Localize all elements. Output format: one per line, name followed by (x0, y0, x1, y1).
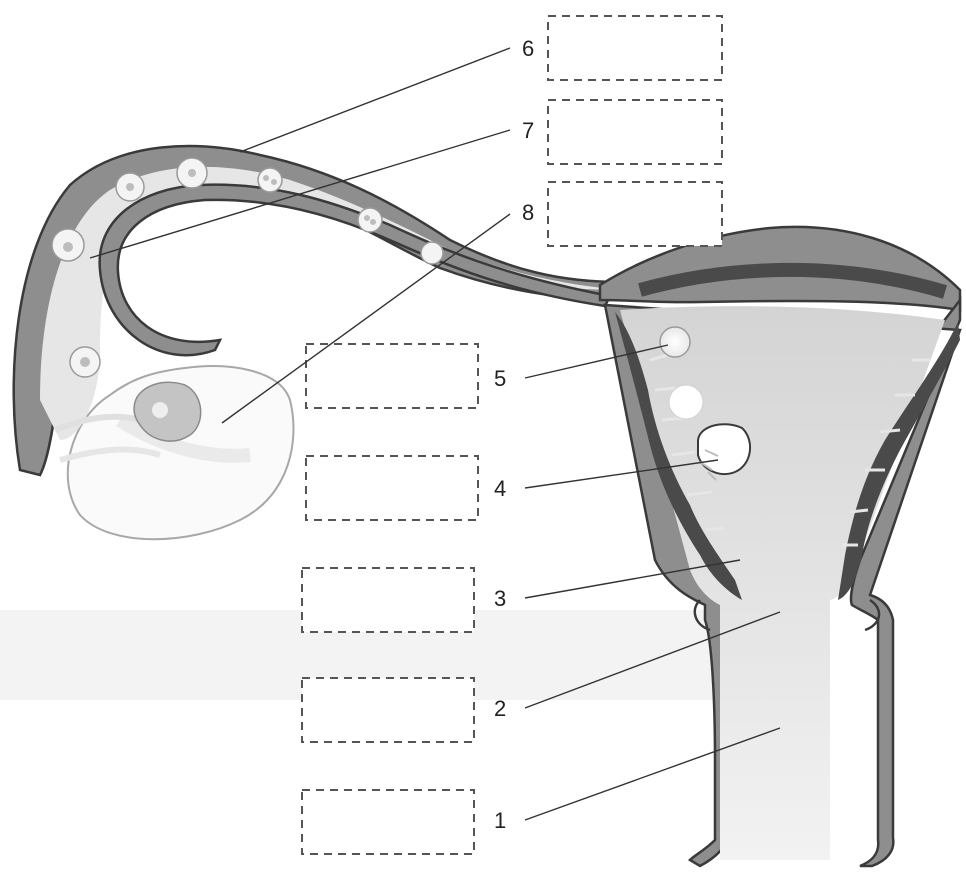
early-blastocyst (421, 242, 443, 264)
label-3: 3 (494, 586, 506, 611)
answer-box-7[interactable] (548, 100, 722, 164)
label-6: 6 (522, 36, 534, 61)
leader-line-6 (240, 48, 510, 152)
answer-box-6[interactable] (548, 16, 722, 80)
label-7: 7 (522, 118, 534, 143)
blastocyst-hatching (669, 385, 703, 419)
four-cell-stage (258, 168, 282, 192)
answer-box-4[interactable] (306, 456, 478, 520)
morula (358, 208, 382, 232)
label-4: 4 (494, 476, 506, 501)
blastocyst-in-cavity (660, 327, 690, 357)
label-2: 2 (494, 696, 506, 721)
answer-box-8[interactable] (548, 182, 722, 246)
label-1: 1 (494, 808, 506, 833)
oocyte-released (52, 229, 84, 261)
answer-box-2[interactable] (302, 678, 474, 742)
zygote (116, 173, 144, 201)
answer-box-5[interactable] (306, 344, 478, 408)
label-5: 5 (494, 366, 506, 391)
answer-box-3[interactable] (302, 568, 474, 632)
label-8: 8 (522, 200, 534, 225)
oocyte-near-ovary (70, 347, 100, 377)
answer-box-1[interactable] (302, 790, 474, 854)
uterus (600, 227, 960, 866)
two-cell-stage (177, 158, 207, 188)
